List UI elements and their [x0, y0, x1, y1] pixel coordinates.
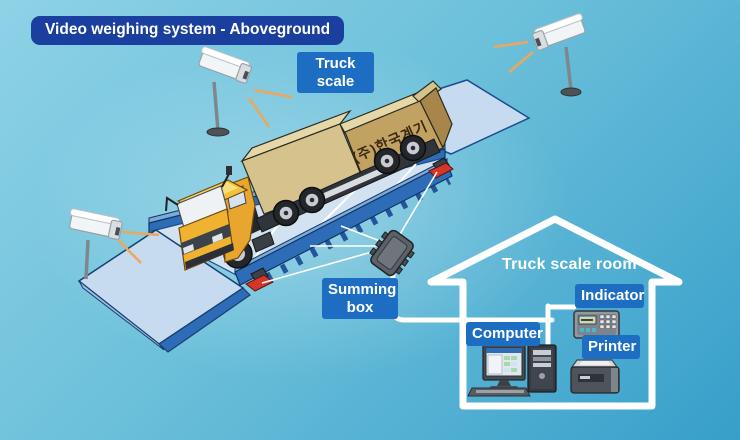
indicator-label: Indicator [575, 284, 644, 308]
truck-scale-room-label: Truck scale room [502, 256, 637, 273]
summing-box-label: Summing box [322, 278, 398, 320]
truck-cab [165, 166, 256, 271]
summing-box [369, 229, 415, 277]
camera-right [493, 13, 586, 97]
scale-supports [249, 176, 452, 290]
camera-ray [253, 88, 293, 99]
camera-ray [247, 97, 271, 128]
ramp-left [77, 229, 251, 353]
computer-tower [527, 344, 557, 393]
truck-container [240, 80, 453, 215]
load-cell-left [245, 267, 274, 292]
truck: (주)한국계기 [165, 80, 453, 271]
camera-ray [493, 40, 529, 49]
desktop-computer-icon [467, 344, 557, 397]
camera-ray [121, 230, 160, 237]
weighing-indicator-icon [573, 310, 620, 339]
computer-label: Computer [466, 322, 543, 346]
camera-ray [508, 51, 534, 73]
cctv-camera-icon [198, 46, 253, 84]
cctv-camera-icon [69, 208, 123, 241]
camera-ray [117, 239, 142, 264]
camera-top [198, 46, 293, 137]
camera-left [69, 208, 160, 280]
title-banner: Video weighing system - Aboveground [31, 16, 345, 46]
printer-icon [570, 359, 620, 394]
truck-scale-room-outline [427, 215, 683, 410]
cctv-camera-icon [531, 13, 586, 51]
truck-scale-label: Truck scale [297, 52, 374, 94]
printer-label: Printer [582, 335, 640, 359]
